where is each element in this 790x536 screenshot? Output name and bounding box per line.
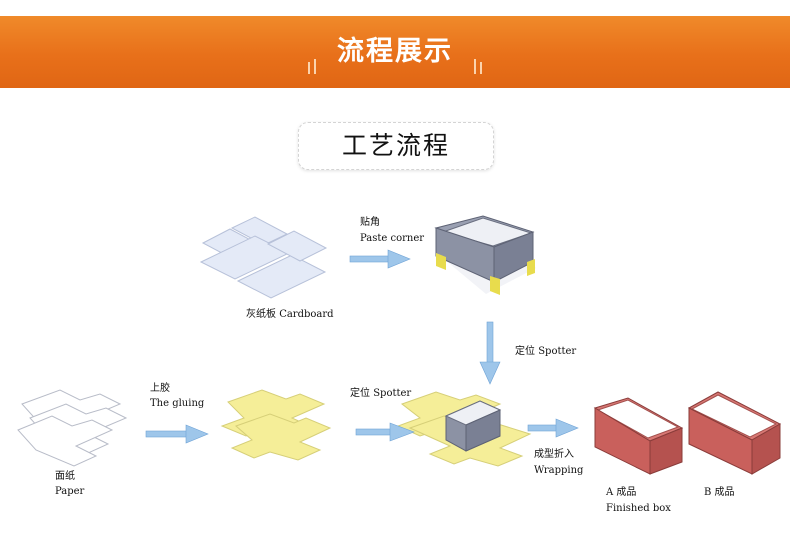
section-subtitle: 工艺流程 (341, 131, 450, 160)
cardboard-illustration (199, 216, 328, 299)
cardboard-label-zh: 灰纸板 (246, 309, 276, 320)
section-subtitle-box: 工艺流程 (298, 122, 494, 170)
arrow-right-icon (349, 249, 411, 269)
product-a-label-zh: A 成品 (606, 487, 637, 498)
page-title: 流程展示 (337, 36, 453, 67)
paper-label-en: Paper (55, 486, 85, 497)
spotter-label-1: 定位 Spotter (515, 345, 576, 358)
right-divider-icon (474, 59, 482, 74)
paper-illustration (17, 389, 128, 467)
arrow-right-icon (527, 418, 579, 438)
gluing-label-en: The gluing (150, 398, 205, 409)
paste-corner-label-en: Paste corner (360, 233, 425, 244)
wrapping-label: 成型折入 Wrapping (534, 448, 583, 477)
gluing-label-zh: 上胶 (150, 383, 170, 394)
finished-box-b-illustration (687, 391, 782, 475)
arrow-right-icon (355, 422, 415, 442)
glued-paper-illustration (220, 389, 332, 461)
spotter-label-1-zh: 定位 (515, 346, 535, 357)
spotter-label-2-en: Spotter (373, 388, 412, 399)
product-a-label: A 成品 Finished box (606, 486, 671, 515)
cardboard-label: 灰纸板 Cardboard (246, 308, 334, 321)
wrapping-label-zh: 成型折入 (534, 449, 574, 460)
paste-corner-label: 贴角 Paste corner (360, 216, 424, 245)
cardboard-label-en: Cardboard (279, 309, 334, 320)
paper-label-zh: 面纸 (55, 471, 75, 482)
left-divider-icon (308, 59, 316, 74)
spotter-label-2: 定位 Spotter (350, 387, 411, 400)
box-corner-illustration (434, 215, 536, 295)
product-b-label-zh: B 成品 (704, 487, 735, 498)
product-b-label: B 成品 (704, 486, 735, 499)
arrow-right-icon (145, 424, 209, 444)
arrow-down-icon (479, 321, 501, 385)
paste-corner-label-zh: 贴角 (360, 217, 380, 228)
spotter-label-2-zh: 定位 (350, 388, 370, 399)
finished-box-a-illustration (593, 397, 684, 475)
wrapping-label-en: Wrapping (534, 465, 584, 476)
positioning-illustration (396, 391, 532, 467)
paper-label: 面纸 Paper (55, 470, 84, 498)
spotter-label-1-en: Spotter (538, 346, 577, 357)
gluing-label: 上胶 The gluing (150, 382, 204, 410)
product-a-label-en: Finished box (606, 503, 671, 514)
header-banner: 流程展示 (0, 16, 790, 88)
